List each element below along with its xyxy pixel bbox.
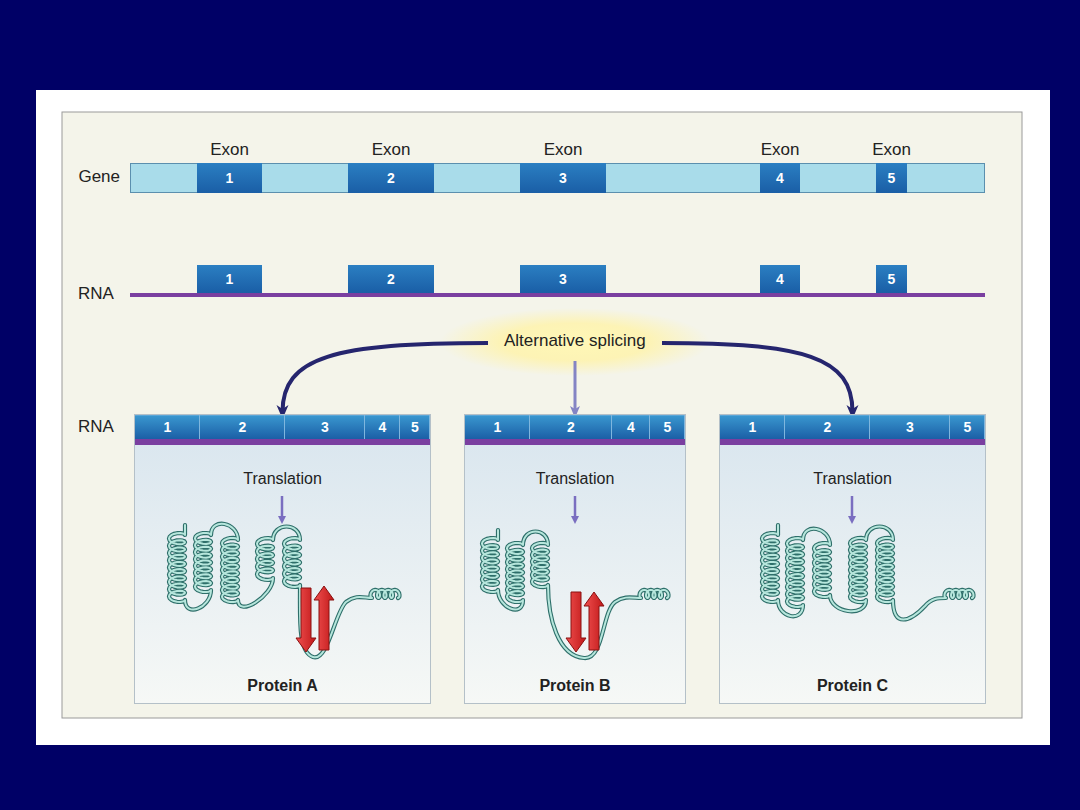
exon-number: 2 (530, 419, 612, 435)
text-label: Exon (544, 140, 583, 160)
exon-number: 2 (348, 170, 434, 186)
exon-box: Exon4 (760, 163, 800, 193)
isoform-panel: TranslationProtein B 1245 (465, 415, 685, 703)
exon-number: 5 (650, 419, 685, 435)
exon-box: Exon1 (197, 163, 262, 193)
exon-number: 4 (365, 419, 400, 435)
exon-number: 2 (348, 271, 434, 287)
gene-band: GeneExon1Exon2Exon3Exon4Exon5 (130, 163, 985, 193)
exon-number: 5 (876, 271, 907, 287)
text-label: Exon (210, 140, 249, 160)
text-label: Alternative splicing (504, 331, 646, 351)
splicing-arrow (283, 343, 489, 412)
exon-number: 3 (870, 419, 950, 435)
mrna-segment: 2 (785, 415, 870, 439)
rna-exon-box: 2 (348, 265, 434, 293)
splicing-label: Alternative splicing (490, 323, 660, 359)
mrna-segment: 3 (285, 415, 365, 439)
mrna-segment: 4 (365, 415, 400, 439)
exon-number: 3 (520, 271, 606, 287)
exon-number: 4 (612, 419, 650, 435)
exon-number: 1 (465, 419, 530, 435)
mrna-segment: 2 (530, 415, 612, 439)
mrna-segment: 4 (612, 415, 650, 439)
inner-panel (62, 112, 1022, 718)
text-label: Protein A (135, 677, 430, 695)
text-label: Protein C (720, 677, 985, 695)
mrna-segment: 1 (465, 415, 530, 439)
mrna-segment: 5 (650, 415, 685, 439)
mrna-segment: 5 (400, 415, 430, 439)
rna-exon-box: 1 (197, 265, 262, 293)
rna-exon-box: 3 (520, 265, 606, 293)
exon-number: 1 (135, 419, 200, 435)
exon-number: 1 (197, 170, 262, 186)
rna-label: RNA (78, 417, 114, 437)
mrna-segment: 5 (950, 415, 985, 439)
text-label: Translation (720, 470, 985, 488)
exon-number: 2 (200, 419, 285, 435)
exon-number: 4 (760, 271, 800, 287)
text-label: Translation (135, 470, 430, 488)
mrna-segment: 1 (135, 415, 200, 439)
splicing-arrow (662, 343, 853, 412)
mrna-segment: 3 (870, 415, 950, 439)
panel-grounds (135, 439, 985, 703)
white-frame (36, 90, 1050, 745)
exon-number: 1 (197, 271, 262, 287)
rna-exon-box: 5 (876, 265, 907, 293)
exon-number: 2 (785, 419, 870, 435)
translation-arrows (282, 496, 852, 520)
exon-number: 1 (720, 419, 785, 435)
splicing-arrow (574, 361, 577, 412)
exon-number: 3 (285, 419, 365, 435)
text-label: Exon (761, 140, 800, 160)
exon-box: Exon3 (520, 163, 606, 193)
rna-label: RNA (78, 284, 114, 304)
exon-number: 5 (950, 419, 985, 435)
rna-strand (130, 293, 985, 297)
rna-exon-box: 4 (760, 265, 800, 293)
exon-number: 3 (520, 170, 606, 186)
mrna-segment: 2 (200, 415, 285, 439)
exon-number: 4 (760, 170, 800, 186)
text-label: Exon (372, 140, 411, 160)
exon-number: 5 (876, 170, 907, 186)
protein-illustrations (169, 524, 974, 658)
exon-number: 5 (400, 419, 430, 435)
isoform-panel: TranslationProtein A 12345 (135, 415, 430, 703)
text-label: Protein B (465, 677, 685, 695)
isoform-panel: TranslationProtein C 1235 (720, 415, 985, 703)
text-label: Gene (78, 167, 120, 187)
exon-box: Exon2 (348, 163, 434, 193)
exon-box: Exon5 (876, 163, 907, 193)
text-label: Exon (872, 140, 911, 160)
mrna-segment: 1 (720, 415, 785, 439)
text-label: Translation (465, 470, 685, 488)
